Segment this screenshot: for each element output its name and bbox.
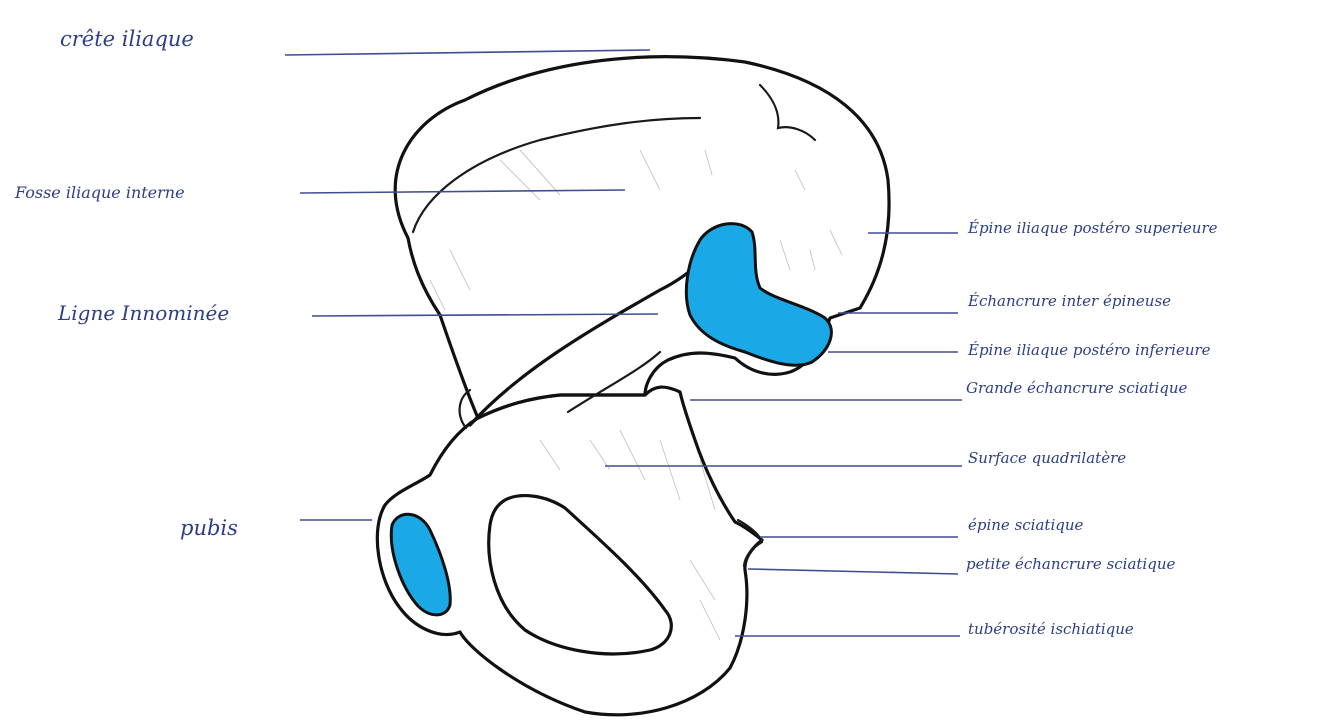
label-petite-echancrure-sciatique: petite échancrure sciatique: [966, 555, 1175, 573]
label-pubis: pubis: [180, 516, 238, 540]
auricular-surface: [686, 224, 831, 366]
label-tuberosite-ischiatique: tubérosité ischiatique: [968, 620, 1134, 638]
label-grande-echancrure-sciatique: Grande échancrure sciatique: [966, 379, 1188, 397]
symphyseal-surface: [391, 514, 450, 615]
hip-bone-illustration: [377, 57, 889, 715]
label-crete-iliaque: crête iliaque: [60, 27, 194, 51]
labels: crête iliaque Fosse iliaque interne Lign…: [14, 27, 1218, 638]
label-surface-quadrilatere: Surface quadrilatère: [968, 449, 1126, 467]
label-fosse-iliaque-interne: Fosse iliaque interne: [14, 183, 185, 202]
iliac-wing-outline: [395, 57, 889, 418]
iliac-crest-posterior-notch: [760, 85, 815, 140]
label-epine-sciatique: épine sciatique: [968, 516, 1084, 534]
leader-lines: [285, 50, 962, 636]
label-epine-iliaque-postero-inferieure: Épine iliaque postéro inferieure: [967, 341, 1211, 359]
label-echancrure-inter-epineuse: Échancrure inter épineuse: [967, 292, 1171, 310]
obturator-foramen: [489, 496, 672, 654]
label-ligne-innominee: Ligne Innominée: [57, 301, 229, 325]
label-epine-iliaque-postero-superieure: Épine iliaque postéro superieure: [967, 219, 1218, 237]
iliac-crest-inner-rim: [413, 118, 700, 232]
